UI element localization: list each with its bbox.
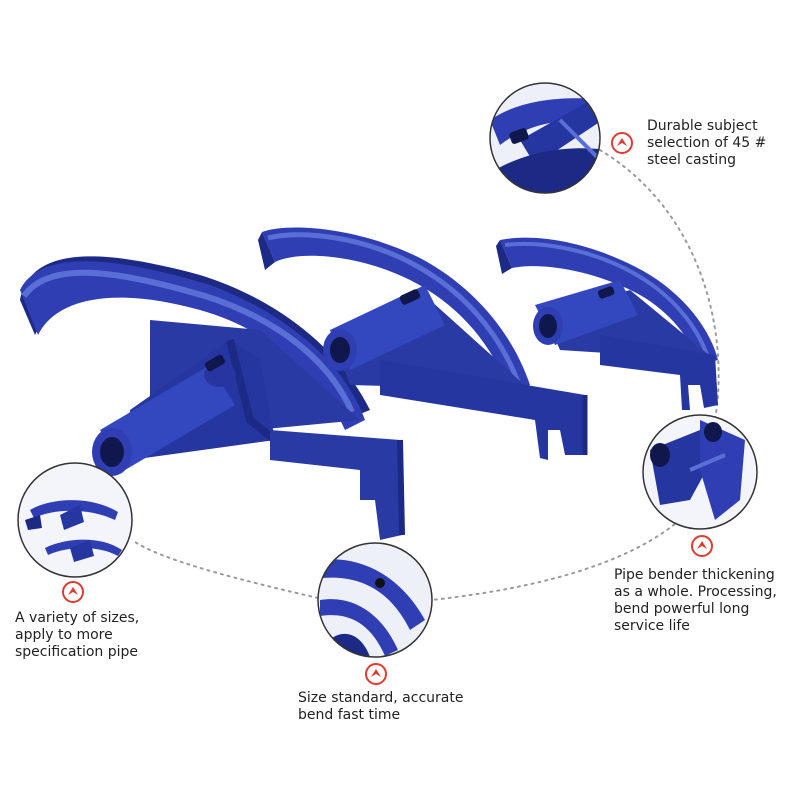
chevron-up-marker-icon [691,535,713,557]
detail-sizes-closeup [17,462,133,578]
feature-caption-pipe: Pipe bender thickening as a whole. Proce… [614,567,777,635]
detail-arc-closeup [317,542,433,658]
feature-caption-variety: A variety of sizes, apply to more specif… [15,610,139,661]
caption-line: bend powerful long [614,601,750,617]
caption-line: Size standard, accurate [298,690,464,706]
small-pipe-bender-shoe [496,237,718,410]
dotted-connector-line [131,149,720,601]
caption-line: service life [614,618,690,634]
chevron-up-marker-icon [611,132,633,154]
large-pipe-bender-shoe [20,256,405,540]
chevron-up-marker-icon [62,581,84,603]
caption-line: Pipe bender thickening [614,567,775,583]
feature-caption-size: Size standard, accurate bend fast time [298,690,463,724]
caption-line: specification pipe [15,644,139,660]
feature-caption-durable: Durable subject selection of 45 # steel … [647,118,766,169]
caption-line: Durable subject [647,118,758,134]
detail-casting-closeup [489,82,601,194]
caption-line: A variety of sizes, [15,610,140,626]
caption-line: steel casting [647,152,737,168]
caption-line: bend fast time [298,707,401,723]
detail-thickening-closeup [642,414,758,530]
chevron-up-marker-icon [365,663,387,685]
caption-line: apply to more [15,627,113,643]
caption-line: selection of 45 # [647,135,767,151]
caption-line: as a whole. Processing, [614,584,777,600]
medium-pipe-bender-shoe [258,227,588,460]
